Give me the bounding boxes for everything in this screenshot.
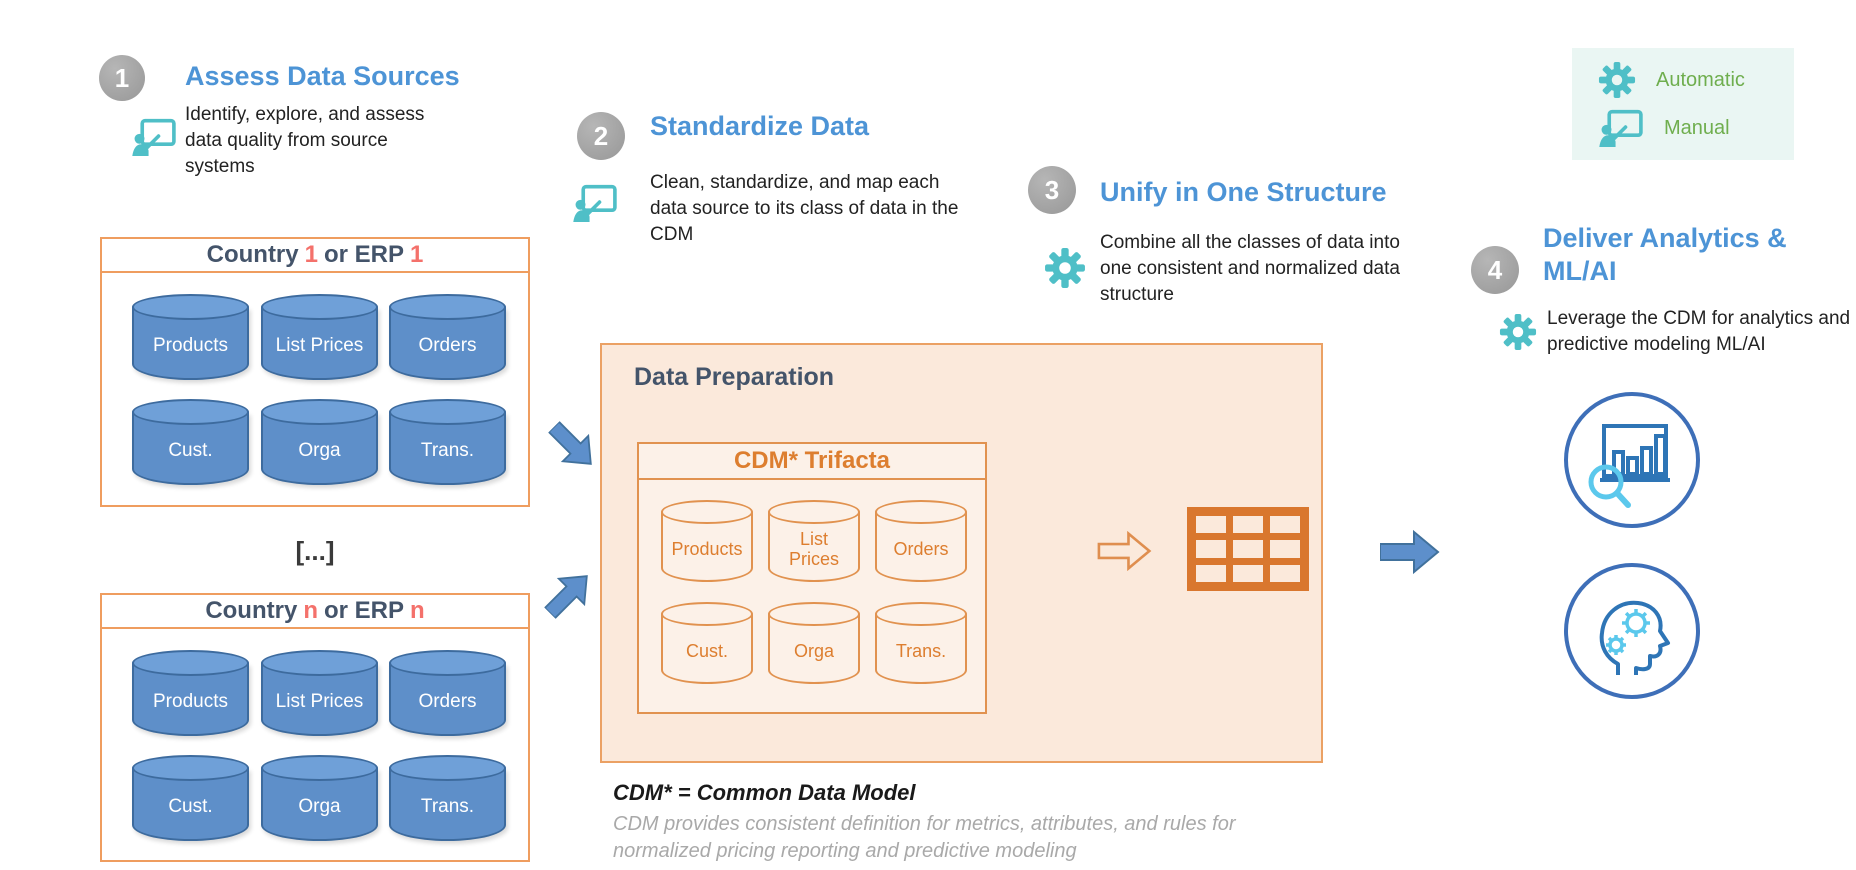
title-word: Country [206,241,299,268]
gear-icon [1499,313,1537,351]
step-2-description: Clean, standardize, and map each data so… [650,172,959,245]
title-variable: 1 [410,241,424,268]
database-cylinder-trans: Trans. [389,399,506,485]
step-4-number: 4 [1471,246,1519,294]
database-cylinder-trans: Trans. [389,755,506,841]
step-4-description: Leverage the CDM for analytics and predi… [1547,308,1851,355]
cdm-trifacta-box: CDM* Trifacta Products List Prices Order… [637,442,987,714]
source-box-1-title: Country 1 or ERP 1 [102,239,528,273]
database-cylinder-cust: Cust. [132,399,249,485]
title-word: Country [205,597,298,624]
title-word: or ERP [323,241,404,268]
source-box-country-n: Country n or ERP n Products List Prices … [100,593,530,862]
step-1-title: Assess Data Sources [185,61,460,91]
legend-row-manual: Manual [1598,109,1794,147]
cdm-cylinder-orders: Orders [875,500,967,582]
ml-ai-head-gears-icon [1562,561,1702,701]
step-1-number: 1 [99,55,145,101]
legend-label-manual: Manual [1664,116,1730,139]
cdm-cylinder-orga: Orga [768,602,860,684]
ellipsis-more-sources: [...] [295,536,335,566]
database-cylinder-list-prices: List Prices [261,294,378,380]
database-cylinder-products: Products [132,650,249,736]
footnote-line-2: normalized pricing reporting and predict… [613,840,1077,862]
step-3-number: 3 [1028,166,1076,214]
database-cylinder-list-prices: List Prices [261,650,378,736]
analytics-chart-magnifier-icon [1562,390,1702,530]
step-4-numeral: 4 [1487,254,1503,285]
step-3-description: Combine all the classes of data into one… [1100,232,1400,305]
database-cylinder-orga: Orga [261,399,378,485]
data-preparation-panel: Data Preparation CDM* Trifacta Products … [600,343,1323,763]
footnote-definition: CDM* = Common Data Model [613,780,916,805]
database-cylinder-orders: Orders [389,650,506,736]
title-variable: n [303,597,318,624]
arrow-cdm-to-table-icon [1097,531,1153,571]
title-variable: 1 [304,241,318,268]
legend-label-automatic: Automatic [1656,68,1745,91]
step-4-title: Deliver Analytics & ML/AI [1543,223,1787,286]
title-word: or ERP [323,597,404,624]
legend-row-automatic: Automatic [1598,61,1794,99]
gear-icon [1044,247,1086,289]
database-cylinder-products: Products [132,294,249,380]
cdm-cylinder-products: Products [661,500,753,582]
unified-table-grid-icon [1187,507,1309,591]
cdm-cylinder-trans: Trans. [875,602,967,684]
arrow-prep-to-analytics-icon [1380,528,1440,576]
manual-icon [1599,109,1643,147]
arrow-source1-to-prep-icon [538,411,607,480]
step-2-numeral: 2 [593,120,609,151]
step-1-description: Identify, explore, and assess data quali… [185,104,425,177]
title-variable: n [410,597,425,624]
cdm-trifacta-title: CDM* Trifacta [639,444,985,480]
gear-icon [1598,61,1636,99]
footnote-description: CDM provides consistent definition for m… [613,811,1235,865]
source-box-country-1: Country 1 or ERP 1 Products List Prices … [100,237,530,507]
database-cylinder-orders: Orders [389,294,506,380]
cdm-cylinder-list-prices: List Prices [768,500,860,582]
footnote-line-1: CDM provides consistent definition for m… [613,813,1236,835]
cdm-cylinder-cust: Cust. [661,602,753,684]
manual-icon [572,184,618,222]
legend: Automatic Manual [1572,48,1794,160]
database-cylinder-cust: Cust. [132,755,249,841]
database-cylinder-orga: Orga [261,755,378,841]
step-2-number: 2 [577,112,625,160]
step-3-numeral: 3 [1044,174,1060,205]
arrow-sourceN-to-prep-icon [534,559,603,628]
step-3-title: Unify in One Structure [1100,177,1387,207]
source-box-n-title: Country n or ERP n [102,595,528,629]
step-1-numeral: 1 [114,62,130,93]
manual-icon [131,118,177,156]
data-preparation-title: Data Preparation [634,363,835,391]
step-2-title: Standardize Data [650,111,870,141]
